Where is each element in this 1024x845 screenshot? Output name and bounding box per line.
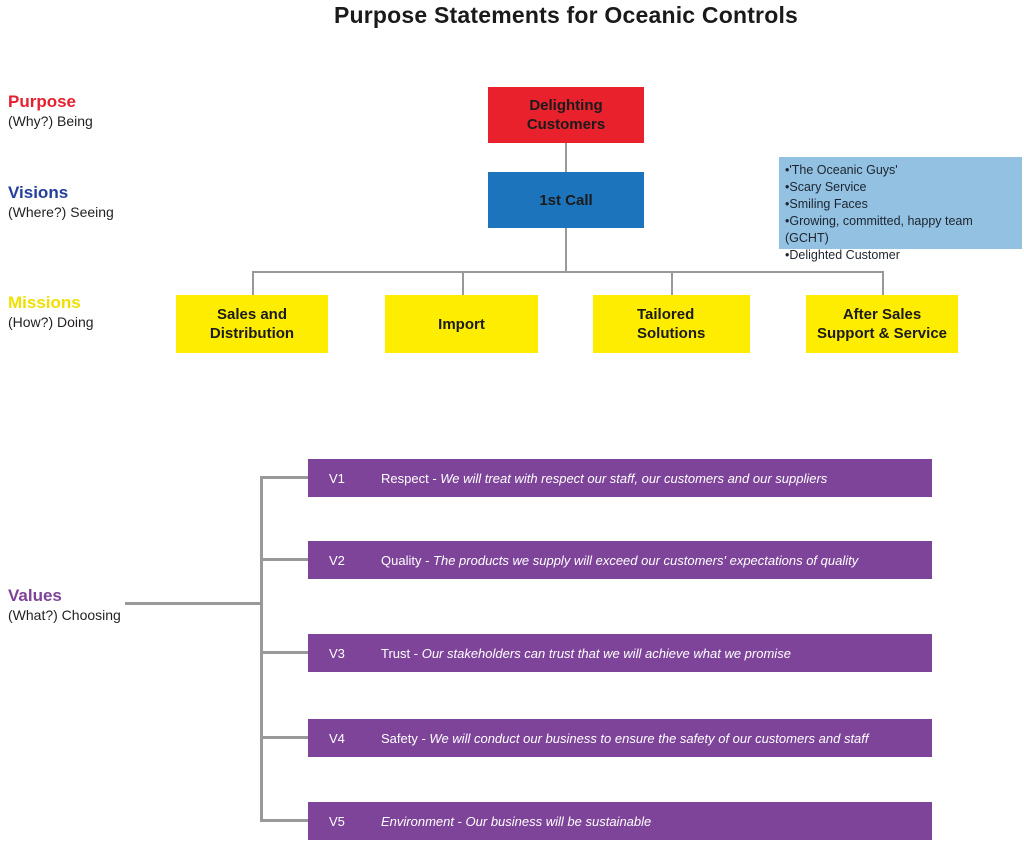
value-id: V1 (329, 470, 345, 486)
row-label-missions-sub: (How?) Doing (8, 314, 94, 330)
connector-missions-horizontal (252, 271, 884, 273)
value-bar-v1: V1 Respect - We will treat with respect … (308, 459, 932, 497)
value-bar-v2: V2 Quality - The products we supply will… (308, 541, 932, 579)
vision-note-item: Growing, committed, happy team (GCHT) (785, 213, 1016, 247)
value-separator: - (417, 730, 430, 746)
page-title: Purpose Statements for Oceanic Controls (333, 2, 799, 28)
value-description: We will conduct our business to ensure t… (429, 730, 869, 746)
row-label-values-sub: (What?) Choosing (8, 607, 121, 623)
vision-note-item: Delighted Customer (785, 247, 1016, 264)
vision-note-item: 'The Oceanic Guys' (785, 162, 1016, 179)
connector-value-stub-5 (260, 819, 308, 822)
mission-node-tailored-solutions: Tailored Solutions (593, 295, 750, 353)
row-label-values: Values (What?) Choosing (8, 586, 121, 624)
value-bar-v3: V3 Trust - Our stakeholders can trust th… (308, 634, 932, 672)
connector-vision-stem (565, 228, 567, 272)
value-description: The products we supply will exceed our c… (433, 552, 859, 568)
value-name: Trust (381, 645, 411, 661)
connector-purpose-vision (565, 143, 567, 172)
connector-values-vertical (260, 476, 263, 822)
row-label-missions: Missions (How?) Doing (8, 293, 94, 331)
connector-value-stub-2 (260, 558, 308, 561)
row-label-missions-heading: Missions (8, 293, 81, 312)
value-separator: - (421, 552, 434, 568)
value-description: Our stakeholders can trust that we will … (421, 645, 791, 661)
value-description: Our business will be sustainable (465, 813, 652, 829)
row-label-visions-heading: Visions (8, 183, 69, 202)
value-separator: - (428, 470, 441, 486)
connector-value-stub-1 (260, 476, 308, 479)
connector-values-root (125, 602, 262, 605)
value-name: Environment (381, 813, 454, 829)
value-id: V4 (329, 730, 345, 746)
vision-note-item: Smiling Faces (785, 196, 1016, 213)
value-id: V5 (329, 813, 345, 829)
value-description: We will treat with respect our staff, ou… (440, 470, 828, 486)
mission-node-after-sales: After Sales Support & Service (806, 295, 958, 353)
connector-value-stub-4 (260, 736, 308, 739)
value-bar-v4: V4 Safety - We will conduct our business… (308, 719, 932, 757)
row-label-purpose: Purpose (Why?) Being (8, 92, 93, 130)
row-label-visions-sub: (Where?) Seeing (8, 204, 114, 220)
purpose-node: Delighting Customers (488, 87, 644, 143)
connector-mission-drop-4 (882, 271, 884, 295)
row-label-values-heading: Values (8, 586, 62, 605)
row-label-purpose-heading: Purpose (8, 92, 77, 111)
value-name: Respect (381, 470, 429, 486)
row-label-visions: Visions (Where?) Seeing (8, 183, 114, 221)
value-separator: - (453, 813, 466, 829)
connector-mission-drop-1 (252, 271, 254, 295)
mission-node-import: Import (385, 295, 538, 353)
connector-mission-drop-2 (462, 271, 464, 295)
connector-mission-drop-3 (671, 271, 673, 295)
value-name: Quality (381, 552, 422, 568)
vision-note-item: Scary Service (785, 179, 1016, 196)
connector-value-stub-3 (260, 651, 308, 654)
vision-node: 1st Call (488, 172, 644, 228)
row-label-purpose-sub: (Why?) Being (8, 113, 93, 129)
value-id: V2 (329, 552, 345, 568)
value-id: V3 (329, 645, 345, 661)
vision-notes-box: 'The Oceanic Guys' Scary Service Smiling… (779, 157, 1022, 262)
value-separator: - (410, 645, 422, 661)
value-bar-v5: V5 Environment - Our business will be su… (308, 802, 932, 840)
value-name: Safety (381, 730, 418, 746)
mission-node-sales-distribution: Sales and Distribution (176, 295, 328, 353)
